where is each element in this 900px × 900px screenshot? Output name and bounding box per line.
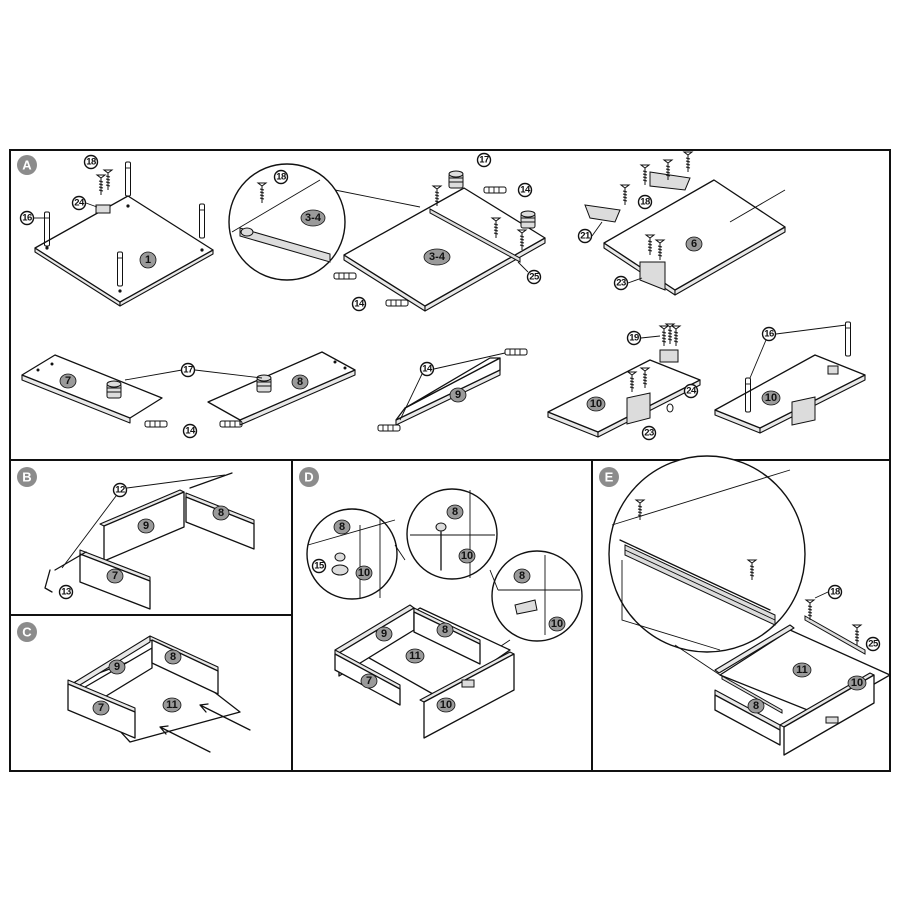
- section-a-label: A: [22, 158, 32, 173]
- panel-6-assembly: 6 18 21 23: [577, 151, 786, 296]
- part-7-label-a: 7: [65, 375, 71, 387]
- part-8-label-e: 8: [753, 700, 759, 712]
- callout-18-a1: 18: [86, 157, 96, 168]
- part-10-label-d1: 10: [358, 567, 370, 579]
- callout-23-a3: 23: [616, 278, 626, 289]
- callout-14-a5: 14: [422, 364, 433, 375]
- callout-14-a2-bottom: 14: [354, 299, 365, 310]
- section-e: E 11 10 8 18 25: [599, 455, 891, 756]
- part-8-label-d2: 8: [452, 506, 458, 518]
- callout-24-a1: 24: [74, 198, 85, 209]
- part-10-label-d3: 10: [551, 618, 563, 630]
- part-1-badge: [139, 251, 157, 269]
- part-8-label-d3: 8: [519, 570, 525, 582]
- part-11-label-d: 11: [409, 650, 421, 662]
- callout-19-a6: 19: [629, 333, 639, 344]
- part-8-label-c: 8: [170, 651, 176, 663]
- section-e-label: E: [605, 470, 614, 485]
- part-9-label-d: 9: [381, 628, 387, 640]
- callout-23-a6: 23: [644, 428, 654, 439]
- panel-10-assembly-b: 10 16: [714, 321, 866, 434]
- part-3-4-label: 3-4: [429, 251, 446, 263]
- part-7-label-d: 7: [366, 675, 372, 687]
- section-c-label: C: [22, 625, 32, 640]
- part-3-4-detail-label: 3-4: [305, 212, 322, 224]
- callout-18-detail: 18: [276, 172, 286, 183]
- part-11-label-e: 11: [796, 664, 808, 676]
- callout-14-a2-top: 14: [520, 185, 531, 196]
- part-10-label-a7: 10: [765, 392, 777, 404]
- part-8-label-d: 8: [442, 624, 448, 636]
- callout-21-a3: 21: [580, 231, 591, 242]
- part-8-label-b: 8: [218, 507, 224, 519]
- part-10-label-e: 10: [851, 677, 863, 689]
- panels-7-8-assembly: 7 8 17 14: [21, 351, 356, 439]
- part-7-label-b: 7: [112, 570, 118, 582]
- panel-3-4-assembly: 18 3-4 3-4 17 14 25 14: [228, 152, 546, 312]
- detail-d3: [491, 550, 583, 642]
- bracket: [95, 204, 111, 214]
- part-8-label-a: 8: [297, 376, 303, 388]
- callout-25-e: 25: [868, 639, 879, 650]
- callout-13-b: 13: [61, 587, 71, 598]
- callout-24-a6: 24: [686, 386, 697, 397]
- part-10-label-d: 10: [440, 699, 452, 711]
- panel-10-assembly-a: 10 19 24 23: [547, 323, 701, 441]
- section-a-badge: [17, 155, 37, 175]
- section-d-label: D: [304, 470, 313, 485]
- panel-9-assembly: 9 14: [377, 348, 528, 432]
- part-7-label-c: 7: [98, 702, 104, 714]
- detail-magnifier: [228, 163, 346, 281]
- callout-18-e: 18: [830, 587, 840, 598]
- callout-18-a3: 18: [640, 197, 650, 208]
- callout-15-d: 15: [314, 561, 325, 572]
- callout-14-a4: 14: [185, 426, 196, 437]
- section-b-label: B: [22, 470, 31, 485]
- callout-16-a1: 16: [22, 213, 32, 224]
- part-9-label-a: 9: [455, 389, 461, 401]
- section-c: C 9 8 7 11: [17, 622, 251, 753]
- section-a: A 1 18 24 16: [17, 151, 866, 441]
- detail-d1: [306, 508, 398, 600]
- part-6-label: 6: [691, 238, 697, 250]
- part-10-label-a6: 10: [590, 398, 602, 410]
- callout-17-a2: 17: [479, 155, 489, 166]
- section-d: D 8 10 15 8 10 8 10 9 8: [299, 467, 583, 739]
- detail-d2: [406, 488, 498, 580]
- callout-12-b: 12: [115, 485, 125, 496]
- part-11-label-c: 11: [166, 699, 178, 711]
- part-9-label-b: 9: [143, 520, 149, 532]
- panel-1-assembly: 1 18 24 16: [19, 154, 214, 307]
- callout-17-a4: 17: [183, 365, 193, 376]
- part-8-label-d1: 8: [339, 521, 345, 533]
- callout-25-a2: 25: [529, 272, 540, 283]
- part-10-label-d2: 10: [461, 550, 473, 562]
- part-9-label-c: 9: [114, 661, 120, 673]
- part-1-label: 1: [145, 254, 151, 266]
- section-b: B 9 8 7 12 13: [17, 467, 255, 610]
- callout-16-a7: 16: [764, 329, 774, 340]
